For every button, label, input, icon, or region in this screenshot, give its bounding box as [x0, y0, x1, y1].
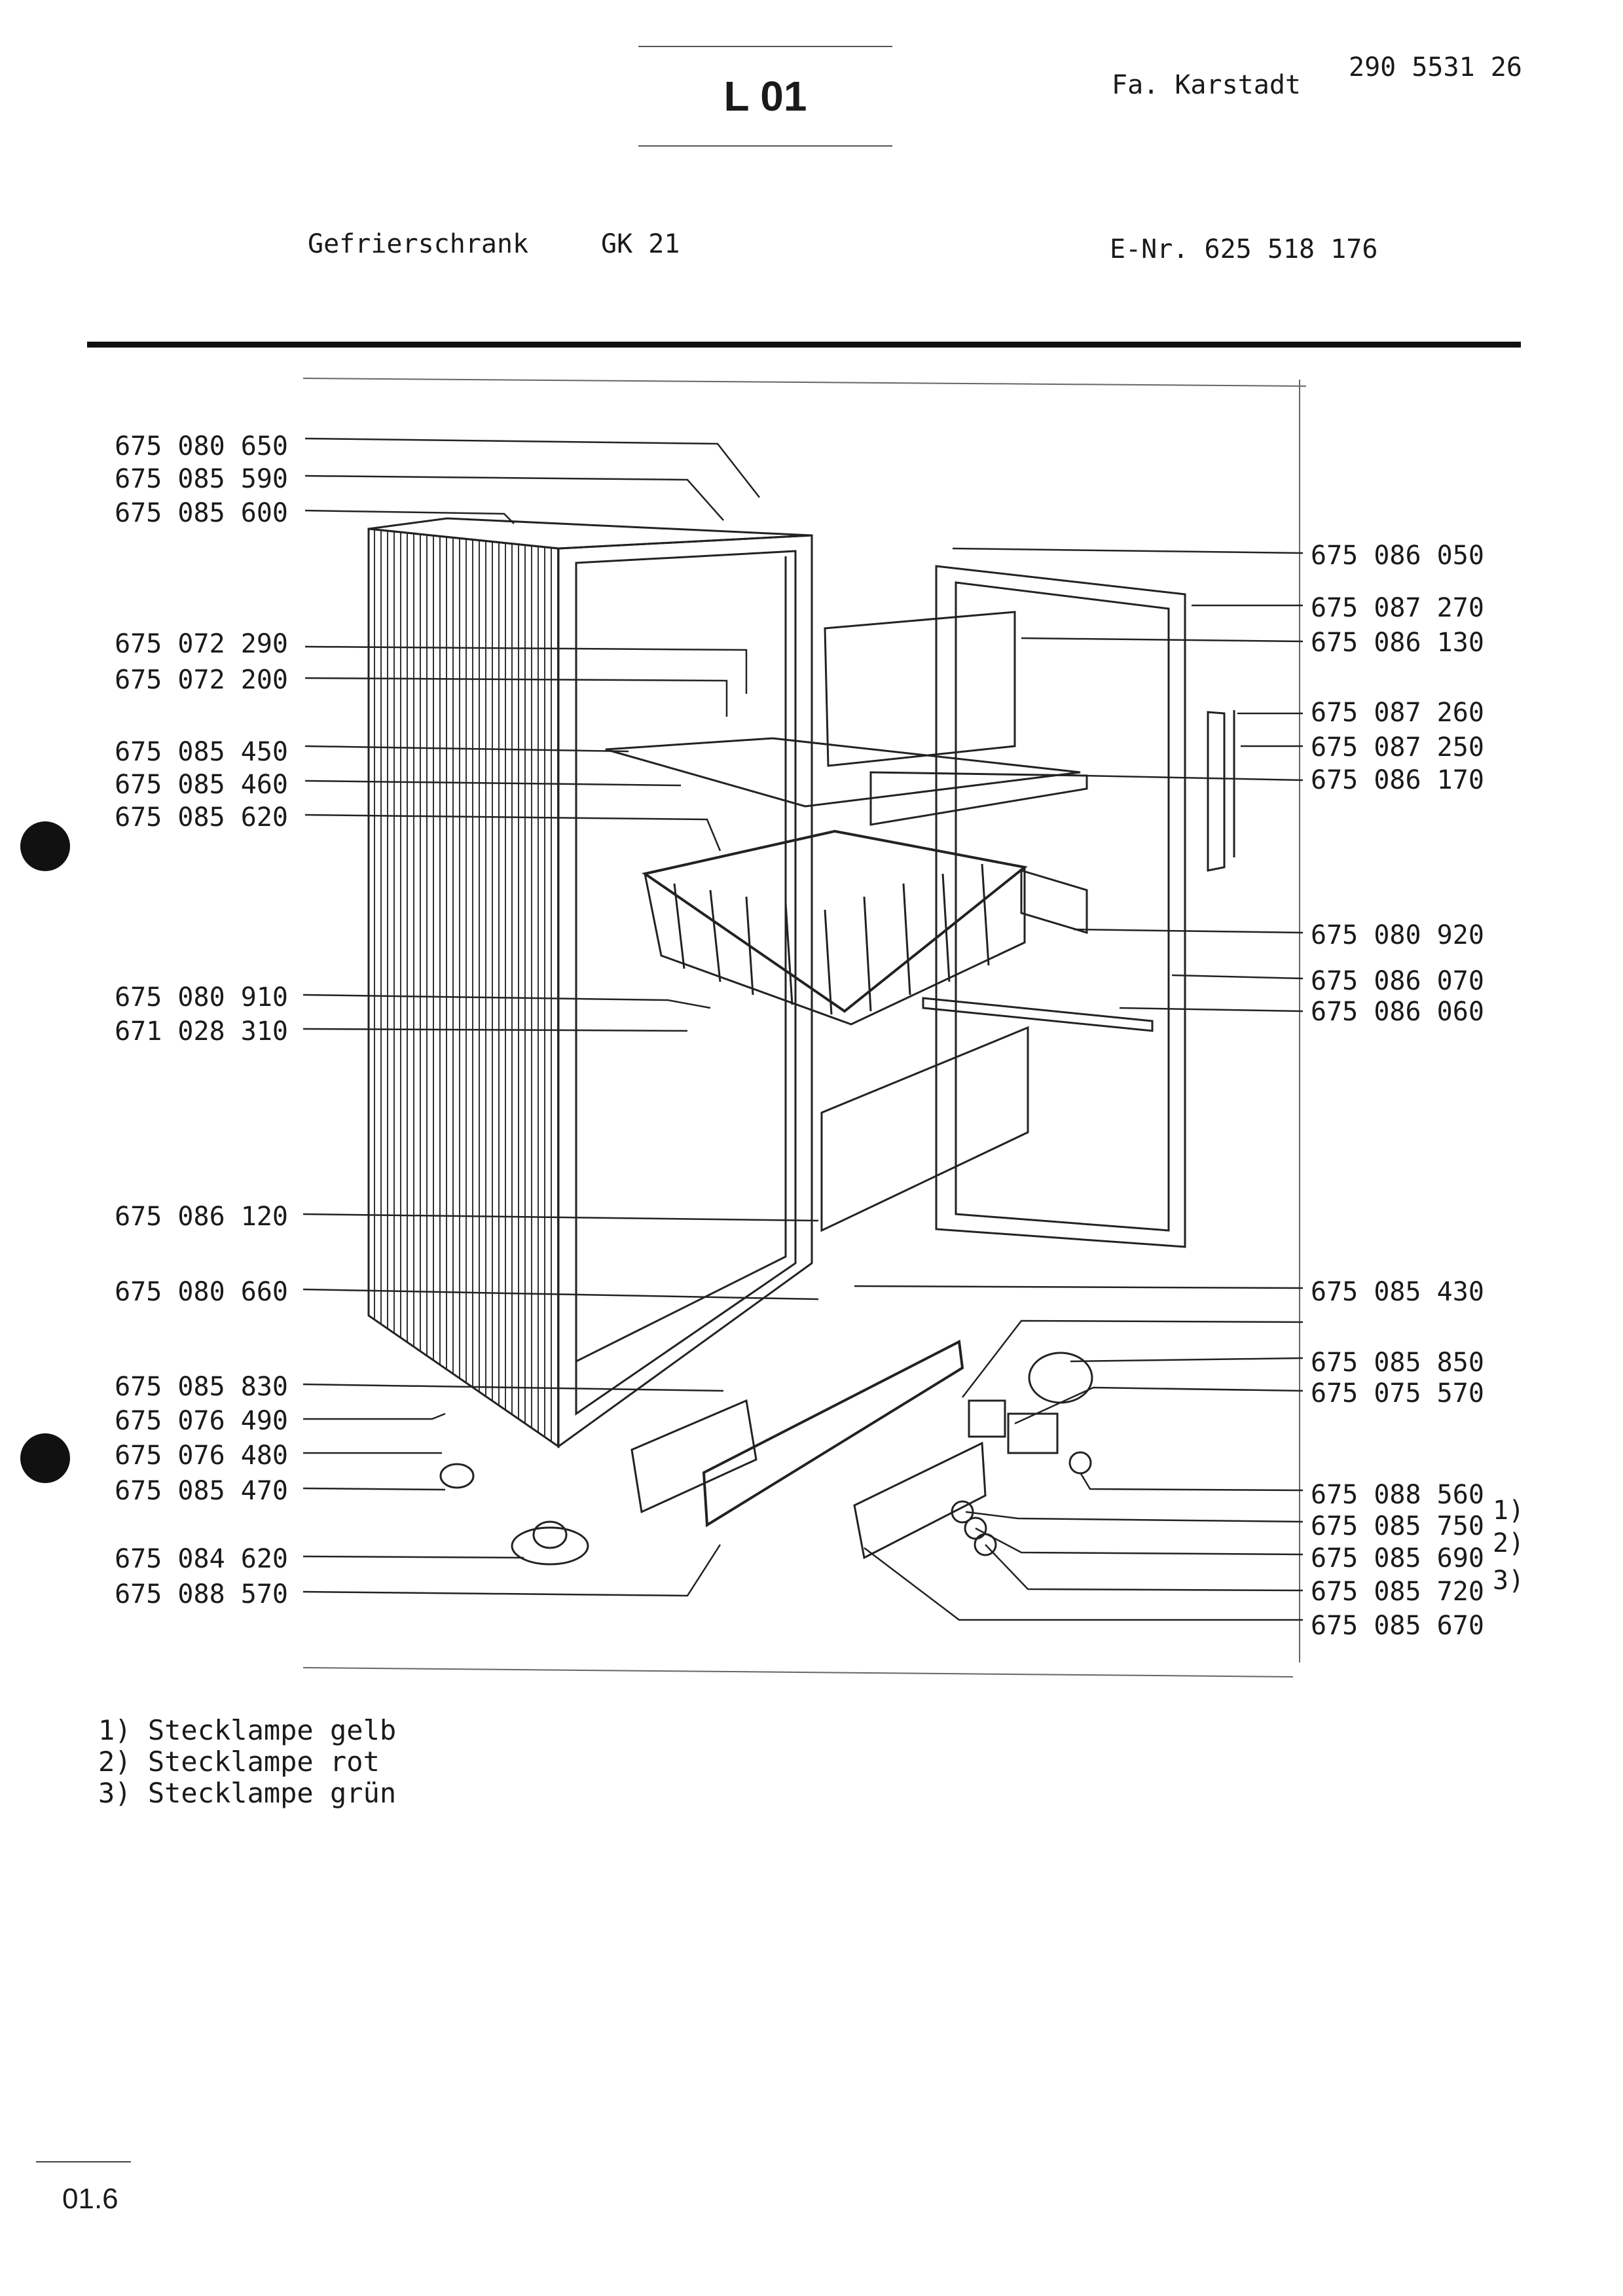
part-label: 675 085 720: [1311, 1577, 1484, 1607]
document-number: 290 5531 26: [1349, 52, 1522, 82]
punch-hole-top: [20, 821, 70, 871]
note-line: 2) Stecklampe rot: [98, 1746, 380, 1778]
part-label: 675 086 130: [1311, 628, 1484, 658]
model-name: GK 21: [601, 229, 680, 259]
part-label: 675 085 590: [115, 464, 288, 494]
punch-hole-bottom: [20, 1433, 70, 1483]
part-label: 675 086 070: [1311, 966, 1484, 996]
part-label: 675 088 560: [1311, 1480, 1484, 1510]
part-label: 675 085 430: [1311, 1277, 1484, 1307]
part-label: 675 085 470: [115, 1476, 288, 1506]
part-label: 675 080 650: [115, 431, 288, 461]
product-name: Gefrierschrank: [308, 229, 529, 259]
part-label: 675 085 830: [115, 1372, 288, 1402]
part-label: 675 076 480: [115, 1441, 288, 1471]
section-code-box: L 01: [638, 46, 892, 147]
part-label: 675 085 850: [1311, 1348, 1484, 1378]
part-label: 675 080 910: [115, 982, 288, 1013]
drawing-outlines: [302, 378, 1307, 1677]
part-label: 675 086 050: [1311, 541, 1484, 571]
part-label: 675 085 620: [115, 802, 288, 833]
part-label: 675 087 260: [1311, 698, 1484, 728]
section-code: L 01: [723, 73, 807, 120]
company-name: Fa. Karstadt: [1112, 70, 1301, 100]
part-label: 675 085 750: [1311, 1511, 1484, 1541]
part-label: 675 075 570: [1311, 1378, 1484, 1408]
part-label: 675 085 600: [115, 498, 288, 528]
part-label: 675 086 170: [1311, 765, 1484, 795]
part-label: 675 080 920: [1311, 920, 1484, 950]
footnote-marker: 3): [1493, 1566, 1525, 1596]
part-label: 675 086 060: [1311, 997, 1484, 1027]
part-label: 675 087 250: [1311, 732, 1484, 762]
part-label: 675 072 200: [115, 665, 288, 695]
part-label: 675 085 690: [1311, 1543, 1484, 1573]
footer-rule: [36, 2161, 131, 2162]
part-label: 675 084 620: [115, 1544, 288, 1574]
part-label: 675 087 270: [1311, 593, 1484, 623]
part-label: 675 076 490: [115, 1406, 288, 1436]
leader-lines: [302, 437, 1304, 1621]
footnote-marker: 1): [1493, 1496, 1525, 1526]
header-rule: [87, 342, 1521, 348]
page-number: 01.6: [62, 2183, 119, 2215]
note-line: 1) Stecklampe gelb: [98, 1714, 397, 1746]
part-label: 675 085 450: [115, 737, 288, 767]
part-label: 675 086 120: [115, 1202, 288, 1232]
part-label: 675 072 290: [115, 629, 288, 659]
part-label: 675 085 460: [115, 770, 288, 800]
part-label: 675 080 660: [115, 1277, 288, 1307]
part-label: 671 028 310: [115, 1016, 288, 1047]
e-number: E-Nr. 625 518 176: [1110, 234, 1378, 264]
note-line: 3) Stecklampe grün: [98, 1777, 397, 1809]
part-label: 675 088 570: [115, 1579, 288, 1609]
part-label: 675 085 670: [1311, 1611, 1484, 1641]
footnote-marker: 2): [1493, 1528, 1525, 1558]
